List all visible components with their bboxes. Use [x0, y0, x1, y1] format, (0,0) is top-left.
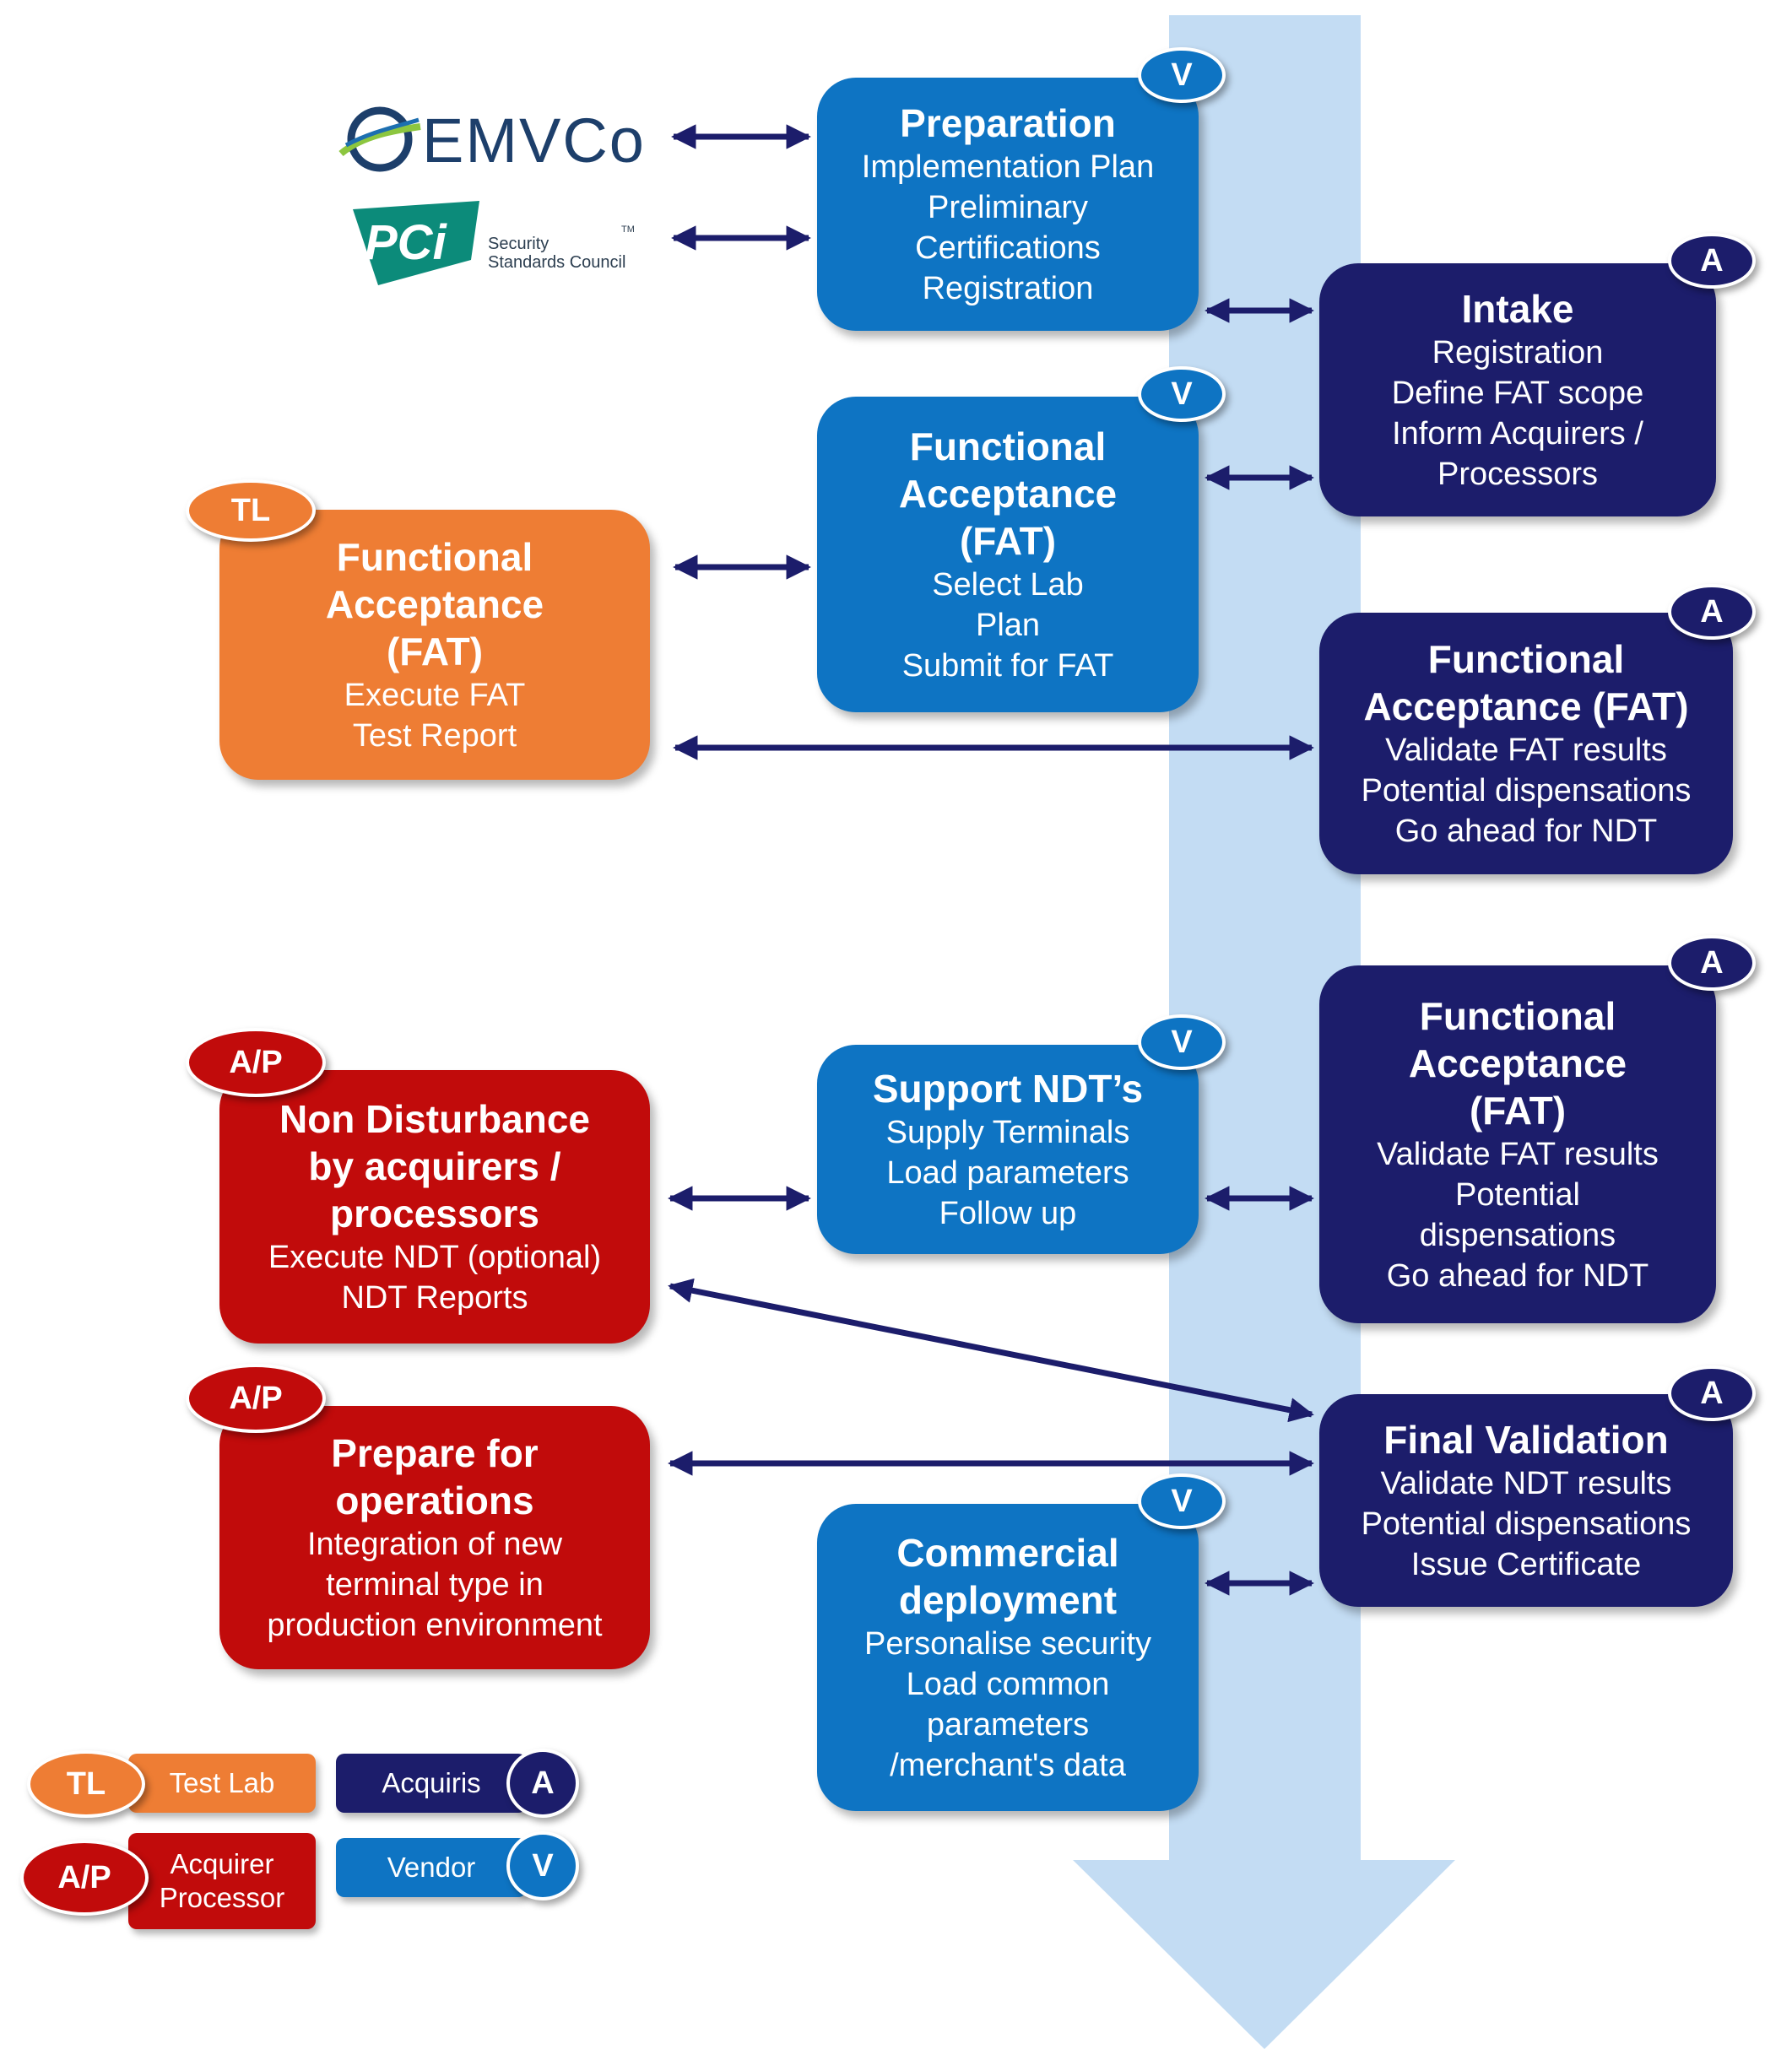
fat-acq2-badge: A	[1668, 935, 1756, 991]
pci-logo: PCi Security Standards Council TM	[353, 201, 665, 285]
fat-acq1-badge: A	[1668, 584, 1756, 640]
ndt-line: Execute NDT (optional)	[268, 1240, 602, 1275]
final-validation-title: Final Validation	[1383, 1418, 1669, 1462]
preparation-line: Registration	[922, 271, 1094, 306]
legend-vendor-badge: V	[506, 1831, 579, 1900]
final-validation-line: Potential dispensations	[1361, 1506, 1692, 1542]
intake-box: Intake Registration Define FAT scope Inf…	[1319, 263, 1716, 516]
intake-badge: A	[1668, 233, 1756, 289]
legend-acquiris-badge: A	[506, 1749, 579, 1818]
legend-vendor-label: Vendor	[336, 1838, 527, 1897]
pci-line1: Security	[488, 235, 550, 253]
fat-lab-line: Execute FAT	[344, 678, 526, 713]
commercial-line: Personalise security	[864, 1626, 1152, 1662]
support-ndt-box: Support NDT’s Supply Terminals Load para…	[817, 1045, 1199, 1254]
fat-vendor-box: Functional Acceptance (FAT) Select Lab P…	[817, 397, 1199, 712]
ndt-line: NDT Reports	[341, 1280, 528, 1316]
fat-acq2-line: Validate FAT results	[1377, 1137, 1659, 1172]
pci-line2: Standards Council	[488, 253, 626, 272]
fat-acq1-box: Functional Acceptance (FAT) Validate FAT…	[1319, 613, 1733, 874]
legend-acquirer-processor-label: Acquirer Processor	[128, 1833, 316, 1929]
final-validation-line: Issue Certificate	[1410, 1547, 1642, 1582]
preparation-line: Certifications	[915, 230, 1101, 266]
ndt-badge: A/P	[186, 1028, 326, 1097]
fat-acq1-title: Functional Acceptance (FAT)	[1363, 637, 1689, 728]
emvco-wordmark: EMVCo	[422, 105, 646, 176]
legend-acquirer-processor-badge: A/P	[20, 1840, 149, 1916]
legend-test-lab-badge: TL	[27, 1750, 145, 1818]
prepare-ops-badge: A/P	[186, 1364, 326, 1433]
prepare-ops-title: Prepare for operations	[331, 1431, 539, 1522]
fat-lab-badge: TL	[186, 479, 316, 542]
preparation-line: Preliminary	[927, 190, 1089, 225]
commercial-box: Commercial deployment Personalise securi…	[817, 1504, 1199, 1811]
connector-ndt-final	[668, 1278, 1314, 1423]
prepare-ops-line: terminal type in	[326, 1567, 544, 1603]
fat-acq1-line: Go ahead for NDT	[1394, 814, 1658, 849]
fat-acq2-line: Potential	[1455, 1177, 1580, 1213]
fat-lab-box: Functional Acceptance (FAT) Execute FAT …	[219, 510, 650, 780]
pci-tm: TM	[621, 224, 635, 235]
commercial-line: /merchant's data	[890, 1748, 1126, 1783]
commercial-badge: V	[1138, 1473, 1226, 1529]
final-validation-badge: A	[1668, 1365, 1756, 1421]
fat-acq1-line: Validate FAT results	[1385, 733, 1667, 768]
legend-test-lab-label: Test Lab	[128, 1754, 316, 1813]
pci-mark-icon	[353, 201, 479, 285]
fat-lab-line: Test Report	[352, 718, 517, 754]
fat-vendor-line: Submit for FAT	[901, 648, 1114, 684]
commercial-line: parameters	[926, 1707, 1090, 1743]
final-validation-box: Final Validation Validate NDT results Po…	[1319, 1394, 1733, 1607]
intake-line: Registration	[1432, 335, 1604, 370]
intake-line: Processors	[1437, 457, 1599, 492]
intake-title: Intake	[1461, 287, 1574, 331]
fat-vendor-title: Functional Acceptance (FAT)	[898, 424, 1118, 563]
intake-line: Inform Acquirers /	[1392, 416, 1643, 451]
fat-acq2-line: Go ahead for NDT	[1386, 1258, 1649, 1294]
fat-acq2-title: Functional Acceptance (FAT)	[1408, 994, 1627, 1133]
fat-acq1-line: Potential dispensations	[1361, 773, 1692, 808]
commercial-title: Commercial deployment	[896, 1531, 1119, 1622]
emvco-swoosh-icon	[338, 106, 421, 172]
preparation-line: Implementation Plan	[861, 149, 1155, 185]
pci-mark-text: PCi	[365, 215, 447, 270]
preparation-box: Preparation Implementation Plan Prelimin…	[817, 78, 1199, 331]
ndt-box: Non Disturbance by acquirers / processor…	[219, 1070, 650, 1344]
fat-vendor-badge: V	[1138, 366, 1226, 422]
prepare-ops-box: Prepare for operations Integration of ne…	[219, 1406, 650, 1669]
commercial-line: Load common	[906, 1667, 1110, 1702]
fat-acq2-box: Functional Acceptance (FAT) Validate FAT…	[1319, 965, 1716, 1323]
fat-acq2-line: dispensations	[1419, 1218, 1616, 1253]
fat-vendor-line: Select Lab	[932, 567, 1084, 603]
ndt-title: Non Disturbance by acquirers / processor…	[279, 1097, 591, 1235]
preparation-title: Preparation	[900, 101, 1116, 145]
support-ndt-badge: V	[1138, 1014, 1226, 1070]
legend-acquiris-label: Acquiris	[336, 1754, 527, 1813]
intake-line: Define FAT scope	[1391, 376, 1644, 411]
prepare-ops-line: Integration of new	[306, 1527, 563, 1562]
fat-lab-title: Functional Acceptance (FAT)	[325, 535, 544, 673]
emvco-logo: EMVCo	[338, 101, 658, 177]
support-ndt-line: Supply Terminals	[885, 1115, 1130, 1150]
final-validation-line: Validate NDT results	[1380, 1466, 1672, 1501]
support-ndt-title: Support NDT’s	[872, 1067, 1144, 1111]
preparation-badge: V	[1138, 47, 1226, 103]
prepare-ops-line: production environment	[267, 1608, 603, 1643]
support-ndt-line: Follow up	[939, 1196, 1077, 1231]
support-ndt-line: Load parameters	[886, 1155, 1129, 1191]
fat-vendor-line: Plan	[975, 608, 1041, 643]
